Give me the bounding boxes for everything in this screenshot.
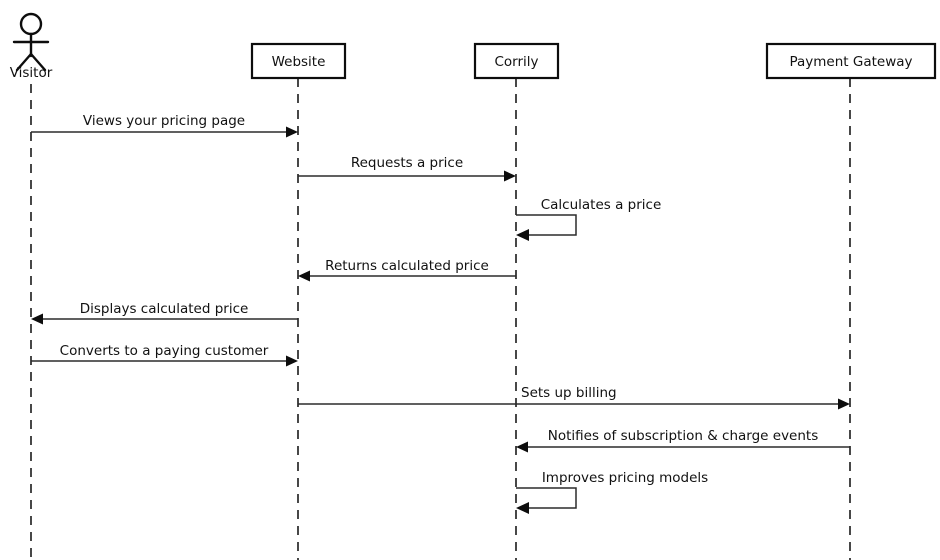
participant-label-visitor: Visitor bbox=[10, 65, 53, 81]
message-2-arrowhead bbox=[504, 170, 516, 182]
message-7-label: Sets up billing bbox=[521, 385, 617, 401]
message-9-arrowhead bbox=[516, 502, 529, 514]
message-6-arrowhead bbox=[286, 355, 298, 367]
message-7-arrowhead bbox=[838, 398, 850, 410]
message-4-arrowhead bbox=[298, 270, 310, 282]
message-4[interactable]: Returns calculated price bbox=[298, 258, 516, 282]
participant-box-corrily bbox=[473, 42, 560, 80]
message-5[interactable]: Displays calculated price bbox=[31, 301, 298, 325]
actor-head-icon bbox=[19, 12, 43, 36]
message-2[interactable]: Requests a price bbox=[298, 155, 516, 182]
message-6-label: Converts to a paying customer bbox=[60, 343, 269, 359]
message-7[interactable]: Sets up billing bbox=[298, 385, 850, 410]
actor-leg-right-icon bbox=[29, 52, 47, 72]
message-9[interactable]: Improves pricing models bbox=[516, 470, 708, 514]
message-9-line bbox=[516, 487, 577, 509]
participant-box-website bbox=[250, 42, 347, 80]
message-8-label: Notifies of subscription & charge events bbox=[548, 428, 819, 444]
actor-leg-left-icon bbox=[15, 52, 33, 72]
participant-corrily[interactable]: Corrily bbox=[473, 42, 560, 80]
message-1[interactable]: Views your pricing page bbox=[31, 113, 298, 138]
message-8-arrowhead bbox=[516, 441, 528, 453]
participant-visitor[interactable]: Visitor bbox=[10, 12, 53, 81]
message-3-label: Calculates a price bbox=[541, 197, 662, 213]
message-3-line bbox=[516, 214, 577, 236]
participant-box-payment-gateway bbox=[765, 42, 937, 80]
message-5-label: Displays calculated price bbox=[80, 301, 249, 317]
participant-label-payment-gateway: Payment Gateway bbox=[789, 54, 912, 70]
participant-payment-gateway[interactable]: Payment Gateway bbox=[765, 42, 937, 80]
message-4-label: Returns calculated price bbox=[325, 258, 489, 274]
message-1-arrowhead bbox=[286, 126, 298, 138]
message-5-arrowhead bbox=[31, 313, 43, 325]
message-3[interactable]: Calculates a price bbox=[516, 197, 661, 241]
message-8[interactable]: Notifies of subscription & charge events bbox=[516, 428, 850, 453]
message-3-arrowhead bbox=[516, 229, 529, 241]
message-6[interactable]: Converts to a paying customer bbox=[31, 343, 298, 367]
message-2-label: Requests a price bbox=[351, 155, 463, 171]
participant-label-website: Website bbox=[272, 54, 326, 70]
participant-website[interactable]: Website bbox=[250, 42, 347, 80]
message-1-label: Views your pricing page bbox=[83, 113, 245, 129]
participant-label-corrily: Corrily bbox=[494, 54, 538, 70]
message-9-label: Improves pricing models bbox=[542, 470, 708, 486]
